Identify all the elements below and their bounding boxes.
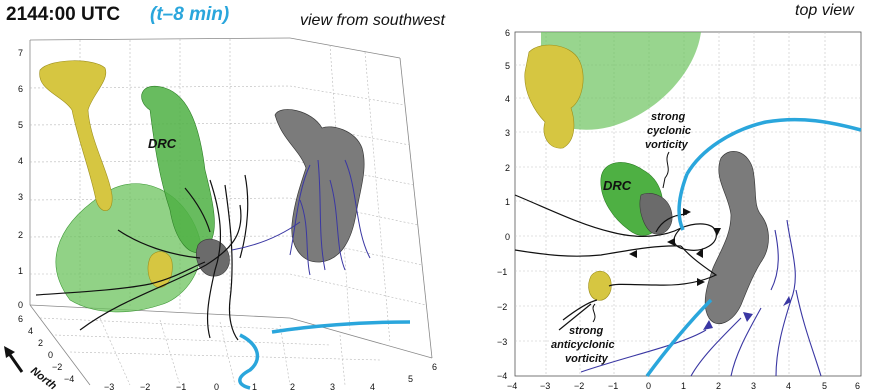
- z-tick: 6: [18, 84, 23, 94]
- x-tick: 1: [681, 381, 686, 391]
- time-label: 2144:00 UTC: [6, 4, 121, 25]
- right-top-view-panel: DRC strong cyclonic vorticity strong ant…: [497, 28, 862, 391]
- yellow-column-surface: [39, 60, 113, 211]
- right-y-ticks: 6 5 4 3 2 1 0 −1 −2 −3 −4: [497, 28, 510, 381]
- y-tick: 6: [505, 28, 510, 38]
- green-downdraft-surface-top: [541, 32, 701, 130]
- y-tick: −2: [497, 302, 507, 312]
- y-tick: 0: [48, 350, 53, 360]
- y-tick: −3: [497, 337, 507, 347]
- left-purple-trajectories: [231, 159, 371, 276]
- left-drc-label: DRC: [148, 136, 177, 151]
- y-tick: −4: [64, 374, 74, 384]
- cyclonic-annotation-line-2: cyclonic: [647, 125, 691, 137]
- gray-main-surface-top: [704, 150, 769, 324]
- right-blue-outflow-boundary: [645, 117, 862, 378]
- y-tick: 5: [505, 61, 510, 71]
- z-tick: 0: [18, 300, 23, 310]
- time-offset-label: (t–8 min): [150, 4, 230, 25]
- left-black-trajectories: [35, 174, 249, 341]
- left-x-ticks: −3 −2 −1 0 1 2 3 4 5 6: [104, 362, 437, 391]
- gray-small-surface: [196, 238, 230, 277]
- right-x-ticks: −4 −3 −2 −1 0 1 2 3 4 5 6: [507, 381, 860, 391]
- x-tick: 0: [646, 381, 651, 391]
- x-tick: −3: [540, 381, 550, 391]
- z-tick: 2: [18, 230, 23, 240]
- z-tick: 7: [18, 48, 23, 58]
- yellow-column-surface-top: [524, 44, 584, 149]
- anticyclonic-annotation-line-2: anticyclonic: [551, 339, 615, 351]
- x-tick: 1: [252, 382, 257, 391]
- green-drc-surface: [141, 86, 215, 253]
- gray-small-surface-top: [639, 192, 673, 235]
- left-z-ticks: 0 1 2 3 4 5 6 7: [18, 48, 23, 310]
- left-y-ticks: 6 4 2 0 −2 −4: [18, 314, 74, 384]
- x-tick: 5: [408, 374, 413, 384]
- x-tick: 5: [822, 381, 827, 391]
- y-tick: −2: [52, 362, 62, 372]
- x-tick: 2: [716, 381, 721, 391]
- x-tick: 4: [370, 382, 375, 391]
- y-tick: 1: [505, 197, 510, 207]
- z-tick: 3: [18, 192, 23, 202]
- anticyclonic-annotation-line-1: strong: [569, 325, 604, 337]
- x-tick: −3: [104, 382, 114, 391]
- right-drc-label: DRC: [603, 178, 632, 193]
- yellow-small-surface-top: [588, 270, 612, 301]
- x-tick: −2: [140, 382, 150, 391]
- left-3d-panel: DRC 0 1 2 3 4 5 6 7 6 4 2 0 −2 −4 −3 −2 …: [4, 37, 437, 391]
- right-purple-trajectories: [580, 219, 822, 377]
- z-tick: 5: [18, 120, 23, 130]
- x-tick: 6: [432, 362, 437, 372]
- right-flow-arrowheads: [629, 208, 721, 286]
- x-tick: 3: [751, 381, 756, 391]
- x-tick: −4: [507, 381, 517, 391]
- x-tick: −2: [574, 381, 584, 391]
- anticyclonic-annotation-line-3: vorticity: [565, 353, 609, 365]
- y-tick: −4: [497, 371, 507, 381]
- z-tick: 1: [18, 266, 23, 276]
- cyclonic-annotation-line-1: strong: [651, 111, 686, 123]
- y-tick: −1: [497, 267, 507, 277]
- left-box-frame: [29, 37, 433, 386]
- y-tick: 3: [505, 128, 510, 138]
- y-tick: 6: [18, 314, 23, 324]
- y-tick: 2: [505, 163, 510, 173]
- north-arrow-icon: [4, 346, 24, 373]
- x-tick: 0: [214, 382, 219, 391]
- x-tick: 4: [786, 381, 791, 391]
- y-tick: 2: [38, 338, 43, 348]
- y-tick: 0: [505, 232, 510, 242]
- anticyclonic-pointer: [592, 303, 596, 323]
- x-tick: −1: [608, 381, 618, 391]
- cyclonic-annotation-line-3: vorticity: [645, 139, 689, 151]
- yellow-small-surface: [147, 251, 173, 288]
- right-purple-arrowheads: [703, 296, 791, 330]
- x-tick: 3: [330, 382, 335, 391]
- y-tick: 4: [28, 326, 33, 336]
- x-tick: 6: [855, 381, 860, 391]
- left-blue-outflow-boundary: [238, 320, 411, 390]
- z-tick: 4: [18, 156, 23, 166]
- cyclonic-pointer: [662, 151, 670, 189]
- left-view-label: view from southwest: [300, 12, 445, 29]
- y-tick: 4: [505, 94, 510, 104]
- x-tick: −1: [176, 382, 186, 391]
- x-tick: 2: [290, 382, 295, 391]
- right-view-label: top view: [795, 2, 854, 19]
